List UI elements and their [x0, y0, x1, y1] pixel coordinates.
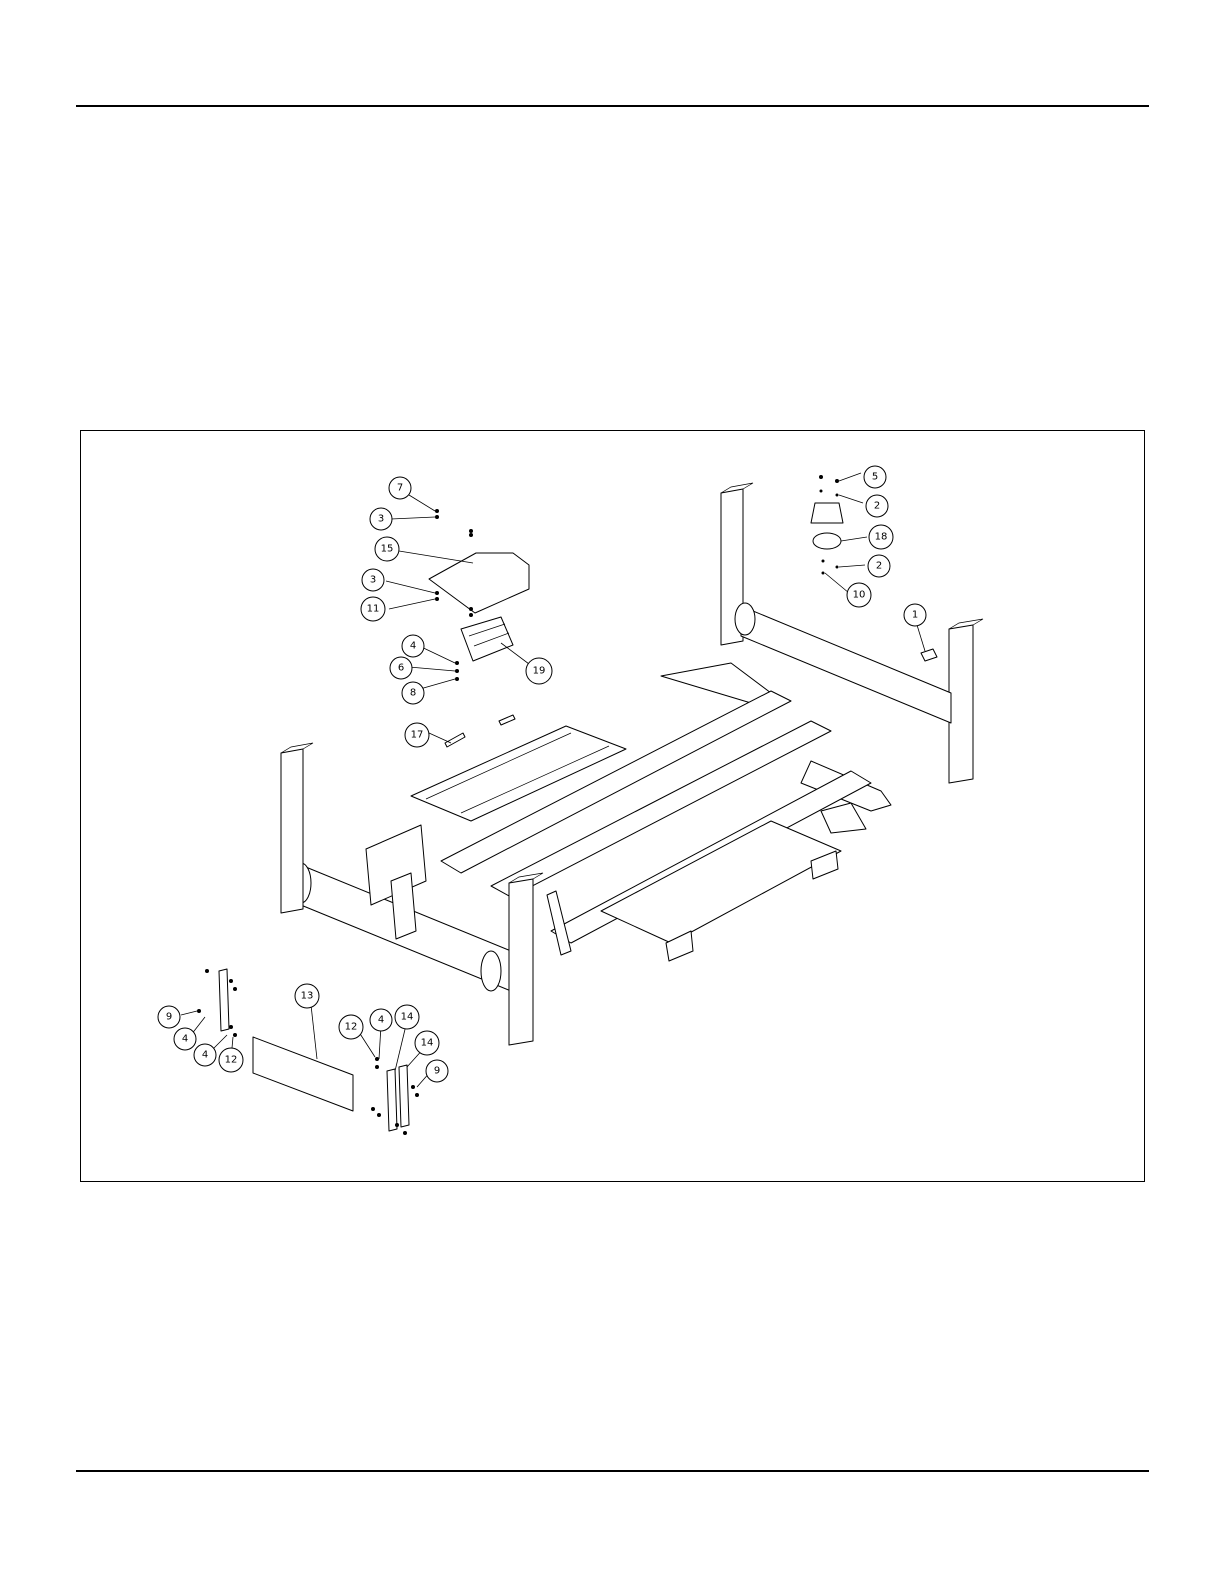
- svg-text:4: 4: [410, 641, 416, 652]
- callout-19: 19: [526, 658, 552, 684]
- callout-14: 14: [415, 1031, 439, 1055]
- elbow-fitting: [499, 715, 515, 725]
- svg-text:9: 9: [434, 1066, 440, 1077]
- callout-4: 4: [194, 1044, 216, 1066]
- front-hitch-plate: [391, 873, 416, 939]
- front-tube-end-right: [481, 951, 501, 991]
- callout-9: 9: [158, 1006, 180, 1028]
- svg-text:10: 10: [853, 590, 866, 601]
- callout-9: 9: [426, 1060, 448, 1082]
- svg-text:8: 8: [410, 688, 416, 699]
- left-link-plate: [219, 969, 229, 1031]
- svg-text:3: 3: [378, 514, 384, 525]
- svg-text:9: 9: [166, 1012, 172, 1023]
- exploded-view-figure: 7 3 15 3 11 4 6 8 19 17 5 2 18 2 10 1 9 …: [80, 430, 1145, 1182]
- callout-5: 5: [864, 466, 886, 488]
- callout-2: 2: [868, 555, 890, 577]
- svg-text:5: 5: [872, 472, 878, 483]
- callout-3: 3: [362, 569, 384, 591]
- callout-7: 7: [389, 477, 411, 499]
- lower-tray: [601, 821, 841, 943]
- rear-tube-end: [735, 603, 755, 635]
- svg-text:7: 7: [397, 483, 403, 494]
- breather-housing: [811, 503, 843, 523]
- left-bed-frame: [411, 726, 626, 821]
- callout-12: 12: [339, 1015, 363, 1039]
- callout-18: 18: [869, 525, 893, 549]
- callout-3: 3: [370, 508, 392, 530]
- svg-text:4: 4: [378, 1015, 384, 1026]
- callout-6: 6: [390, 657, 412, 679]
- callout-11: 11: [361, 597, 385, 621]
- callout-15: 15: [375, 537, 399, 561]
- hitch-foot: [821, 803, 866, 833]
- svg-text:14: 14: [421, 1038, 434, 1049]
- callout-8: 8: [402, 682, 424, 704]
- svg-text:4: 4: [182, 1034, 188, 1045]
- svg-text:6: 6: [398, 663, 404, 674]
- svg-text:2: 2: [874, 501, 880, 512]
- svg-text:17: 17: [411, 730, 424, 741]
- svg-text:18: 18: [875, 532, 888, 543]
- front-right-upright: [509, 879, 533, 1045]
- svg-text:14: 14: [401, 1012, 414, 1023]
- callout-4: 4: [402, 635, 424, 657]
- callout-1: 1: [904, 604, 926, 626]
- right-link-plate-a: [387, 1069, 397, 1131]
- rear-hitch-bracket: [661, 663, 771, 703]
- right-link-plate-b: [399, 1065, 409, 1127]
- svg-text:12: 12: [225, 1055, 238, 1066]
- callout-4: 4: [174, 1028, 196, 1050]
- cover-plate: [429, 553, 529, 613]
- footer-rule: [76, 1470, 1149, 1472]
- svg-text:2: 2: [876, 561, 882, 572]
- callout-13: 13: [295, 984, 319, 1008]
- front-left-upright: [281, 749, 303, 913]
- bracket-clip: [921, 649, 937, 661]
- breather-cap: [813, 533, 841, 549]
- bumper-channel: [253, 1037, 353, 1111]
- svg-text:1: 1: [912, 610, 918, 621]
- svg-text:12: 12: [345, 1022, 358, 1033]
- callout-12: 12: [219, 1048, 243, 1072]
- svg-text:4: 4: [202, 1050, 208, 1061]
- svg-text:15: 15: [381, 544, 394, 555]
- callout-4: 4: [370, 1009, 392, 1031]
- callout-2: 2: [866, 495, 888, 517]
- callout-17: 17: [405, 723, 429, 747]
- svg-text:3: 3: [370, 575, 376, 586]
- header-rule: [76, 105, 1149, 107]
- hose-fitting: [445, 733, 465, 747]
- callout-10: 10: [847, 583, 871, 607]
- rear-right-upright: [949, 625, 973, 783]
- callout-14: 14: [395, 1005, 419, 1029]
- svg-text:13: 13: [301, 991, 314, 1002]
- frame-assembly-drawing: 7 3 15 3 11 4 6 8 19 17 5 2 18 2 10 1 9 …: [81, 431, 1146, 1183]
- svg-text:19: 19: [533, 666, 546, 677]
- svg-text:11: 11: [367, 604, 380, 615]
- valve-block: [461, 617, 513, 661]
